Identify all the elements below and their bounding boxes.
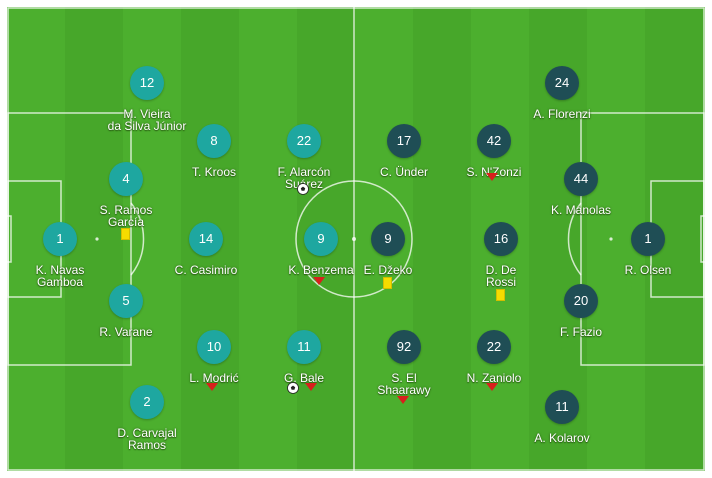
- player-name: K. Navas Gamboa: [35, 263, 85, 289]
- away-player-el-shaarawy[interactable]: 92 S. El Shaarawy: [339, 330, 469, 396]
- home-player-carvajal[interactable]: 2 D. Carvajal Ramos: [82, 385, 212, 451]
- away-player-under[interactable]: 17 C. Ünder: [339, 124, 469, 178]
- player-number: 10: [197, 330, 231, 364]
- player-number: 17: [387, 124, 421, 158]
- player-number: 12: [130, 66, 164, 100]
- player-number: 42: [477, 124, 511, 158]
- substitution-off-icon: [486, 383, 498, 391]
- player-name: S. El Shaarawy: [377, 371, 431, 397]
- home-player-varane[interactable]: 5 R. Varane: [61, 284, 191, 338]
- home-player-modric[interactable]: 10 L. Modrić: [149, 330, 279, 384]
- player-name: T. Kroos: [191, 165, 236, 179]
- player-name: R. Olsen: [624, 263, 672, 277]
- player-name: F. Fazio: [559, 325, 602, 339]
- away-player-florenzi[interactable]: 24 A. Florenzi: [497, 66, 627, 120]
- player-number: 1: [43, 222, 77, 256]
- home-player-navas[interactable]: 1 K. Navas Gamboa: [7, 222, 125, 288]
- player-number: 9: [304, 222, 338, 256]
- home-player-kroos[interactable]: 8 T. Kroos: [149, 124, 279, 178]
- player-name: M. Vieira da Silva Júnior: [107, 107, 187, 133]
- player-name: L. Modrić: [189, 371, 239, 385]
- substitution-off-icon: [397, 396, 409, 404]
- player-number: 22: [477, 330, 511, 364]
- player-number: 44: [564, 162, 598, 196]
- player-name: A. Florenzi: [533, 107, 591, 121]
- player-name: A. Kolarov: [534, 431, 590, 445]
- player-name: R. Varane: [99, 325, 153, 339]
- football-goal-icon: [287, 382, 299, 394]
- player-number: 22: [287, 124, 321, 158]
- player-name: N. Zaniolo: [466, 371, 522, 385]
- player-number: 14: [189, 222, 223, 256]
- player-number: 4: [109, 162, 143, 196]
- substitution-off-icon: [313, 277, 325, 285]
- yellow-card-icon: [121, 228, 130, 240]
- away-player-de-rossi[interactable]: 16 D. De Rossi: [436, 222, 566, 288]
- away-player-kolarov[interactable]: 11 A. Kolarov: [497, 390, 627, 444]
- away-player-nzonzi[interactable]: 42 S. N'Zonzi: [429, 124, 559, 178]
- player-number: 11: [287, 330, 321, 364]
- player-name: D. De Rossi: [485, 263, 517, 289]
- player-number: 8: [197, 124, 231, 158]
- substitution-off-icon: [206, 383, 218, 391]
- substitution-off-icon: [305, 383, 317, 391]
- home-player-marcelo[interactable]: 12 M. Vieira da Silva Júnior: [82, 66, 212, 132]
- player-number: 20: [564, 284, 598, 318]
- substitution-off-icon: [486, 173, 498, 181]
- player-number: 5: [109, 284, 143, 318]
- player-name: D. Carvajal Ramos: [117, 426, 177, 452]
- yellow-card-icon: [383, 277, 392, 289]
- player-number: 1: [631, 222, 665, 256]
- player-name: C. Ünder: [379, 165, 429, 179]
- away-player-zaniolo[interactable]: 22 N. Zaniolo: [429, 330, 559, 384]
- home-player-benzema[interactable]: 9 K. Benzema: [256, 222, 386, 276]
- home-player-ramos[interactable]: 4 S. Ramos García: [61, 162, 191, 228]
- home-player-isco[interactable]: 22 F. Alarcón Suárez: [239, 124, 369, 190]
- player-number: 16: [484, 222, 518, 256]
- player-name: K. Benzema: [288, 263, 354, 277]
- player-number: 11: [545, 390, 579, 424]
- pitch-markings: [7, 7, 705, 471]
- away-player-dzeko[interactable]: 9 E. Džeko: [323, 222, 453, 276]
- home-player-bale[interactable]: 11 G. Bale: [239, 330, 369, 384]
- player-number: 92: [387, 330, 421, 364]
- player-name: E. Džeko: [363, 263, 413, 277]
- yellow-card-icon: [496, 289, 505, 301]
- player-name: G. Bale: [283, 371, 325, 385]
- pitch: 1 K. Navas Gamboa 12 M. Vieira da Silva …: [7, 7, 705, 471]
- player-name: C. Casimiro: [174, 263, 238, 277]
- player-name: K. Manolas: [550, 203, 612, 217]
- football-goal-icon: [297, 183, 309, 195]
- away-player-fazio[interactable]: 20 F. Fazio: [516, 284, 646, 338]
- home-player-casemiro[interactable]: 14 C. Casimiro: [141, 222, 271, 276]
- player-name: S. Ramos García: [99, 203, 153, 229]
- player-number: 2: [130, 385, 164, 419]
- player-number: 24: [545, 66, 579, 100]
- player-number: 9: [371, 222, 405, 256]
- away-player-olsen[interactable]: 1 R. Olsen: [583, 222, 705, 276]
- away-player-manolas[interactable]: 44 K. Manolas: [516, 162, 646, 216]
